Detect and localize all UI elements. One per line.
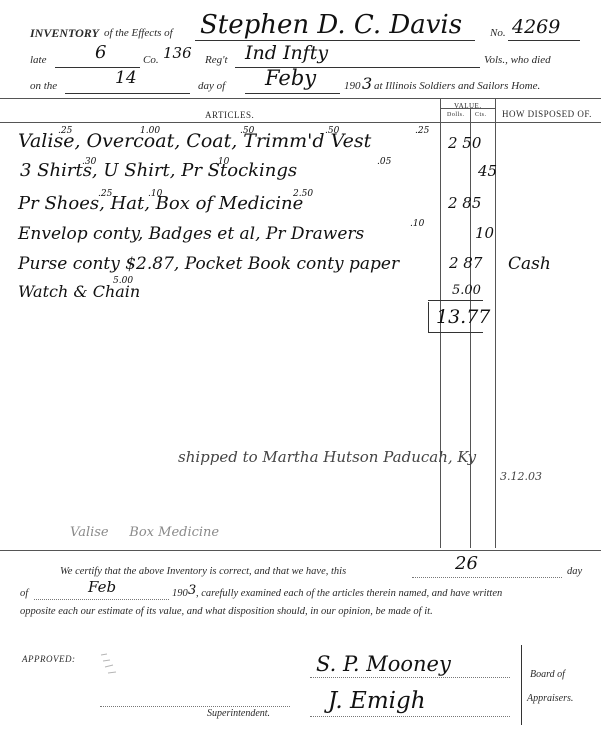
cert-day-label: day — [567, 566, 583, 577]
day-of-label: day of — [198, 80, 226, 92]
value-header: VALUE. — [454, 102, 482, 110]
company-number: 6 — [95, 42, 107, 63]
table-top-rule — [0, 98, 601, 99]
cert-day: 26 — [455, 553, 478, 574]
company-underline — [55, 67, 140, 68]
price-note: .30 — [82, 157, 97, 167]
of-effects-label: of the Effects of — [104, 27, 173, 39]
article-row-6: Watch & Chain — [18, 282, 141, 301]
board-label: Board of — [530, 669, 565, 680]
number-label: No. — [490, 27, 506, 39]
price-note: .50 — [240, 126, 255, 136]
approved-label: APPROVED: — [22, 654, 76, 664]
price-note: .50 — [325, 126, 340, 136]
day-underline — [65, 93, 190, 94]
appraiser-signature-2: J. Emigh — [328, 688, 426, 714]
board-brace — [521, 645, 522, 725]
price-note: .25 — [58, 126, 73, 136]
disposed-left-rule — [495, 98, 496, 548]
faint-items-note: Valise Box Medicine — [70, 525, 220, 540]
articles-header: ARTICLES. — [205, 110, 255, 120]
cert-year-suffix: 3 — [188, 583, 197, 598]
year-suffix: 3 — [362, 74, 373, 93]
price-note: 1.00 — [140, 126, 161, 136]
cert-month: Feb — [88, 578, 117, 596]
price-note: .25 — [98, 189, 113, 199]
price-note: 5.00 — [113, 276, 134, 286]
name-underline — [195, 40, 475, 41]
cert-month-line — [34, 599, 169, 600]
appraiser-line-1 — [310, 677, 510, 678]
article-row-1: Valise, Overcoat, Coat, Trimm'd Vest — [18, 130, 372, 152]
shipped-note: shipped to Martha Hutson Paducah, Ky — [178, 448, 477, 466]
price-note: 2.50 — [293, 189, 314, 199]
dolls-header: Dolls. — [447, 112, 465, 118]
article-row-5: Purse conty $2.87, Pocket Book conty pap… — [18, 254, 400, 274]
approval-stamp — [98, 650, 122, 680]
deceased-name: Stephen D. C. Davis — [200, 10, 463, 40]
cert-of-label: of — [20, 588, 29, 599]
total-box — [428, 302, 483, 333]
vols-label: Vols., who died — [484, 54, 551, 66]
article-row-1-value: 2 50 — [448, 134, 482, 152]
disposed-header: HOW DISPOSED OF. — [502, 109, 592, 119]
cert-line-3: opposite each our estimate of its value,… — [20, 606, 433, 617]
subtotal-value: 5.00 — [452, 283, 481, 298]
article-row-4: Envelop conty, Badges et al, Pr Drawers — [18, 224, 365, 244]
cts-header: Cts. — [475, 112, 487, 118]
subtotal-rule — [428, 300, 483, 301]
article-row-2-value: 45 — [478, 162, 498, 180]
appraisers-label: Appraisers. — [527, 693, 574, 704]
on-the-label: on the — [30, 80, 58, 92]
cert-line-2: , carefully examined each of the article… — [196, 588, 503, 599]
regiment-number: 136 — [163, 44, 192, 62]
price-note: .10 — [410, 219, 425, 229]
late-label: late — [30, 54, 47, 66]
cert-line-1: We certify that the above Inventory is c… — [60, 566, 347, 577]
unit-underline — [235, 67, 480, 68]
home-label: at Illinois Soldiers and Sailors Home. — [374, 80, 541, 92]
cert-day-line — [412, 577, 562, 578]
article-row-3-value: 2 85 — [448, 194, 482, 212]
price-note: .05 — [377, 157, 392, 167]
superintendent-line — [100, 706, 290, 707]
article-row-2: 3 Shirts, U Shirt, Pr Stockings — [20, 160, 298, 181]
cert-year-prefix: 190 — [172, 588, 188, 599]
total-value: 13.77 — [436, 306, 491, 328]
appraiser-line-2 — [310, 716, 510, 717]
shipped-date: 3.12.03 — [500, 470, 542, 483]
appraiser-signature-1: S. P. Mooney — [316, 652, 451, 676]
co-label: Co. — [143, 54, 159, 66]
value-header-rule — [440, 108, 495, 109]
year-prefix: 190 — [344, 80, 361, 92]
table-header-rule — [0, 122, 601, 123]
article-row-4-value: 10 — [475, 224, 495, 242]
certification-top-rule — [0, 550, 601, 551]
number-underline — [508, 40, 580, 41]
inventory-number: 4269 — [512, 16, 561, 38]
price-note: .25 — [415, 126, 430, 136]
price-note: .10 — [148, 189, 163, 199]
price-note: .10 — [215, 157, 230, 167]
article-row-5-value: 2 87 — [449, 254, 483, 272]
month-underline — [245, 93, 340, 94]
superintendent-label: Superintendent. — [207, 708, 271, 719]
regt-label: Reg't — [205, 54, 228, 66]
death-month: Feby — [265, 66, 317, 90]
death-day: 14 — [115, 68, 137, 88]
article-row-3: Pr Shoes, Hat, Box of Medicine — [18, 193, 304, 214]
article-row-5-disposition: Cash — [508, 254, 551, 274]
inventory-label: INVENTORY — [30, 26, 99, 40]
value-mid-rule — [470, 108, 471, 548]
value-left-rule — [440, 98, 441, 548]
regiment-unit: Ind Infty — [245, 42, 329, 64]
